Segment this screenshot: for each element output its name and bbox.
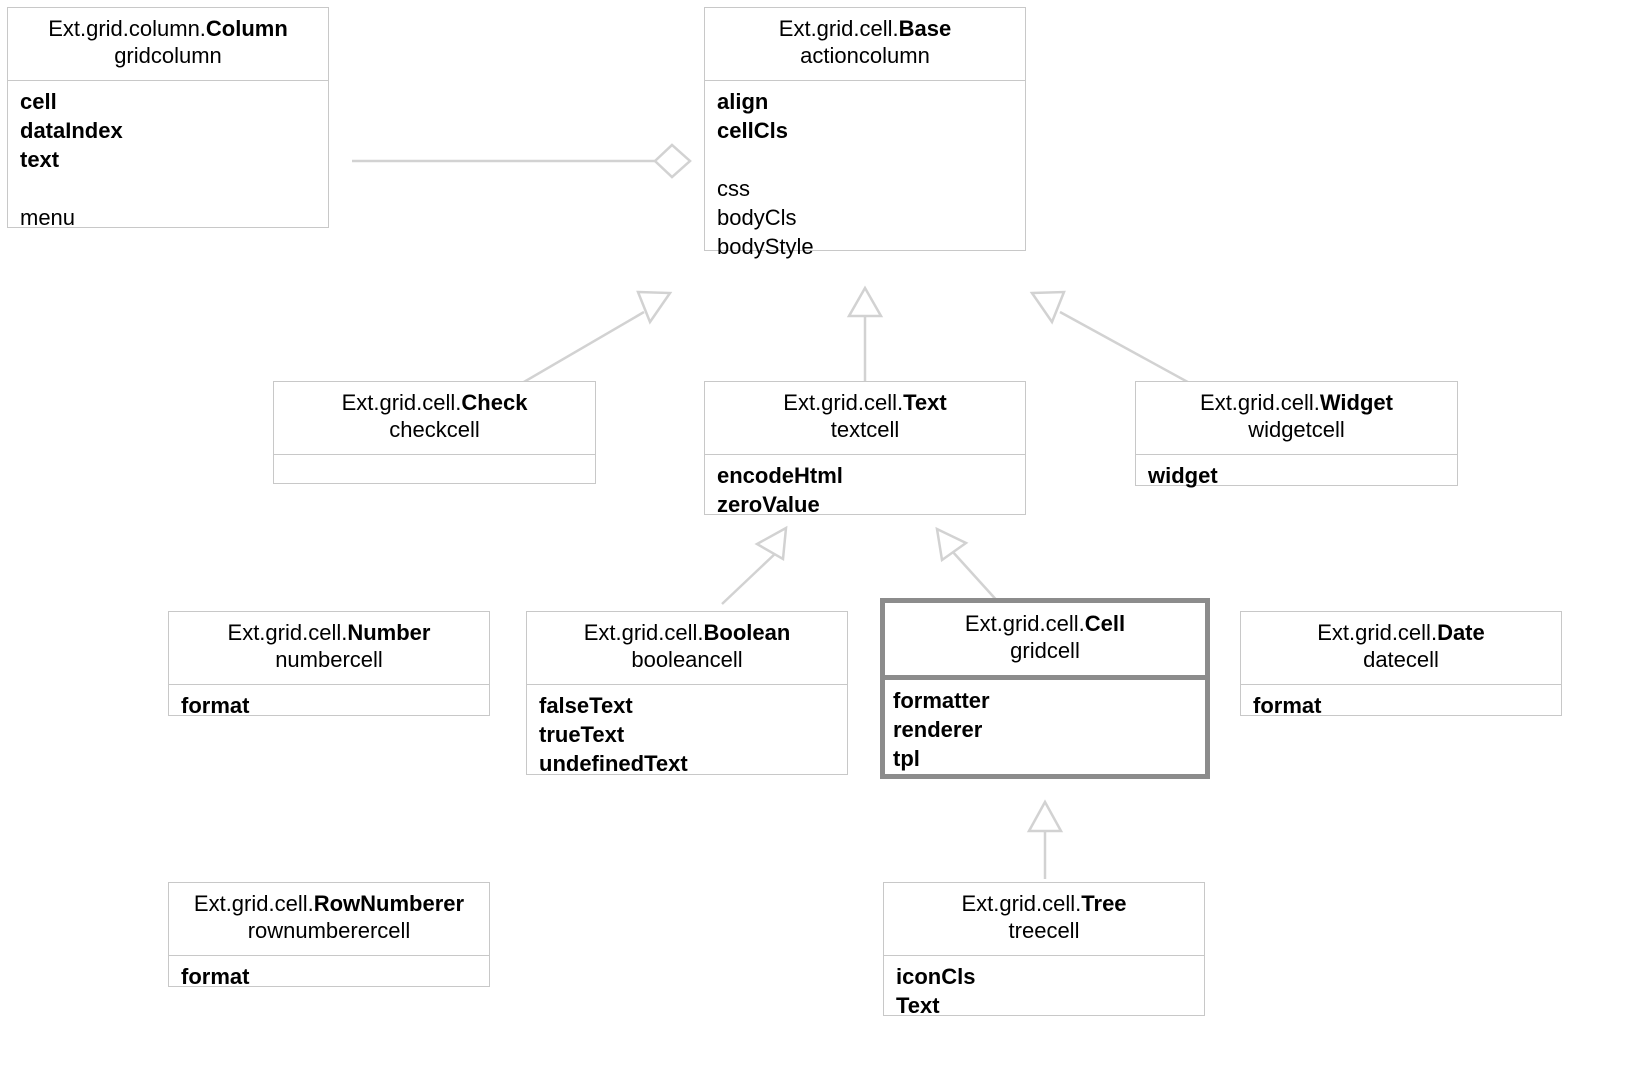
class-box-boolean[interactable]: Ext.grid.cell.Boolean booleancell falseT… [526,611,848,776]
class-header-date: Ext.grid.cell.Date datecell [1241,612,1561,685]
class-members-date: format [1241,685,1561,728]
class-box-check[interactable]: Ext.grid.cell.Check checkcell [273,381,596,484]
class-alias-number: numbercell [275,646,383,672]
class-title-text: Ext.grid.cell.Text [783,390,947,415]
member-row: iconCls [896,963,976,989]
class-title-tree: Ext.grid.cell.Tree [961,891,1127,916]
class-alias-date: datecell [1363,646,1439,672]
edge-cell-to-text [935,526,1001,605]
member-row-spacer [717,145,1013,174]
member-row: format [1253,692,1322,718]
edge-check-to-base [516,290,673,388]
class-header-boolean: Ext.grid.cell.Boolean booleancell [527,612,847,685]
class-box-column[interactable]: Ext.grid.column.Column gridcolumn cell d… [7,7,329,230]
class-alias-column: gridcolumn [114,42,222,68]
class-box-cell[interactable]: Ext.grid.cell.Cell gridcell formatter re… [880,598,1210,779]
class-title-base: Ext.grid.cell.Base [778,16,952,41]
class-alias-rownumberer: rownumberercell [247,917,411,943]
member-row: encodeHtml [717,462,843,488]
member-row: text [20,146,60,172]
class-members-text: encodeHtml zeroValue [705,455,1025,527]
class-alias-widget: widgetcell [1248,416,1345,442]
member-row: bodyCls [717,204,797,230]
class-title-widget: Ext.grid.cell.Widget [1200,390,1393,415]
class-members-base: align cellCls css bodyCls bodyStyle [705,81,1025,269]
class-title-column: Ext.grid.column.Column [48,16,288,41]
member-row: css [717,175,750,201]
class-alias-text: textcell [830,416,900,442]
class-members-column: cell dataIndex text menu [8,81,328,240]
class-title-date: Ext.grid.cell.Date [1317,620,1485,645]
class-alias-boolean: booleancell [631,646,743,672]
edge-column-to-base [352,143,692,179]
class-title-cell: Ext.grid.cell.Cell [964,611,1126,636]
member-row: align [717,88,769,114]
member-row: formatter [893,687,990,713]
class-title-boolean: Ext.grid.cell.Boolean [583,620,791,645]
class-box-number[interactable]: Ext.grid.cell.Number numbercell format [168,611,490,718]
member-row: undefinedText [539,750,688,776]
class-header-text: Ext.grid.cell.Text textcell [705,382,1025,455]
class-box-rownumberer[interactable]: Ext.grid.cell.RowNumberer rownumberercel… [168,882,490,989]
edge-tree-to-cell [1026,799,1064,879]
member-row: cell [20,88,57,114]
edge-widget-to-base [1029,290,1196,388]
member-row: falseText [539,692,633,718]
class-title-rownumberer: Ext.grid.cell.RowNumberer [193,891,465,916]
member-row: trueText [539,721,625,747]
class-members-tree: iconCls Text [884,956,1204,1028]
class-alias-check: checkcell [389,416,480,442]
class-header-base: Ext.grid.cell.Base actioncolumn [705,8,1025,81]
member-row: bodyStyle [717,233,814,259]
class-alias-cell: gridcell [1010,637,1080,663]
class-header-column: Ext.grid.column.Column gridcolumn [8,8,328,81]
class-box-tree[interactable]: Ext.grid.cell.Tree treecell iconCls Text [883,882,1205,1018]
class-members-cell: formatter renderer tpl [885,680,1205,781]
member-row: zeroValue [717,491,820,517]
class-members-boolean: falseText trueText undefinedText [527,685,847,786]
class-header-number: Ext.grid.cell.Number numbercell [169,612,489,685]
class-title-number: Ext.grid.cell.Number [227,620,431,645]
class-box-widget[interactable]: Ext.grid.cell.Widget widgetcell widget [1135,381,1458,488]
class-header-rownumberer: Ext.grid.cell.RowNumberer rownumberercel… [169,883,489,956]
member-row: format [181,692,250,718]
member-row: tpl [893,745,920,771]
class-box-text[interactable]: Ext.grid.cell.Text textcell encodeHtml z… [704,381,1026,517]
member-row: dataIndex [20,117,123,143]
class-box-date[interactable]: Ext.grid.cell.Date datecell format [1240,611,1562,718]
class-alias-tree: treecell [1008,917,1080,943]
class-members-rownumberer: format [169,956,489,999]
member-row: cellCls [717,117,788,143]
class-members-number: format [169,685,489,728]
member-row: Text [896,992,940,1018]
class-title-check: Ext.grid.cell.Check [341,390,528,415]
class-header-check: Ext.grid.cell.Check checkcell [274,382,595,455]
member-row: format [181,963,250,989]
edge-boolean-to-text [721,525,788,605]
class-header-tree: Ext.grid.cell.Tree treecell [884,883,1204,956]
member-row-spacer [20,174,316,203]
member-row: renderer [893,716,983,742]
class-header-cell: Ext.grid.cell.Cell gridcell [885,603,1205,680]
class-header-widget: Ext.grid.cell.Widget widgetcell [1136,382,1457,455]
class-members-check [274,455,595,483]
class-box-base[interactable]: Ext.grid.cell.Base actioncolumn align ce… [704,7,1026,259]
member-row: menu [20,204,76,230]
class-alias-base: actioncolumn [800,42,930,68]
member-row: widget [1148,462,1218,488]
class-members-widget: widget [1136,455,1457,498]
edge-text-to-base [846,285,884,386]
